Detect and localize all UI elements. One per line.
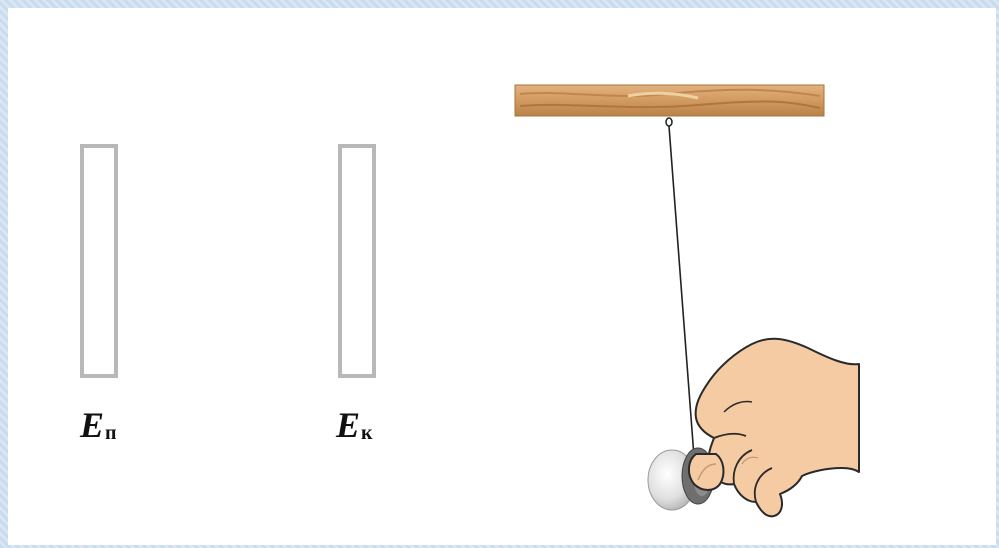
- pivot-hook: [666, 118, 672, 126]
- diagram-canvas: Eп Eк: [8, 8, 996, 545]
- wooden-ceiling-beam: [515, 85, 824, 116]
- pendulum-string: [669, 126, 695, 470]
- pendulum-scene: [8, 8, 996, 545]
- hand-icon: [689, 339, 859, 517]
